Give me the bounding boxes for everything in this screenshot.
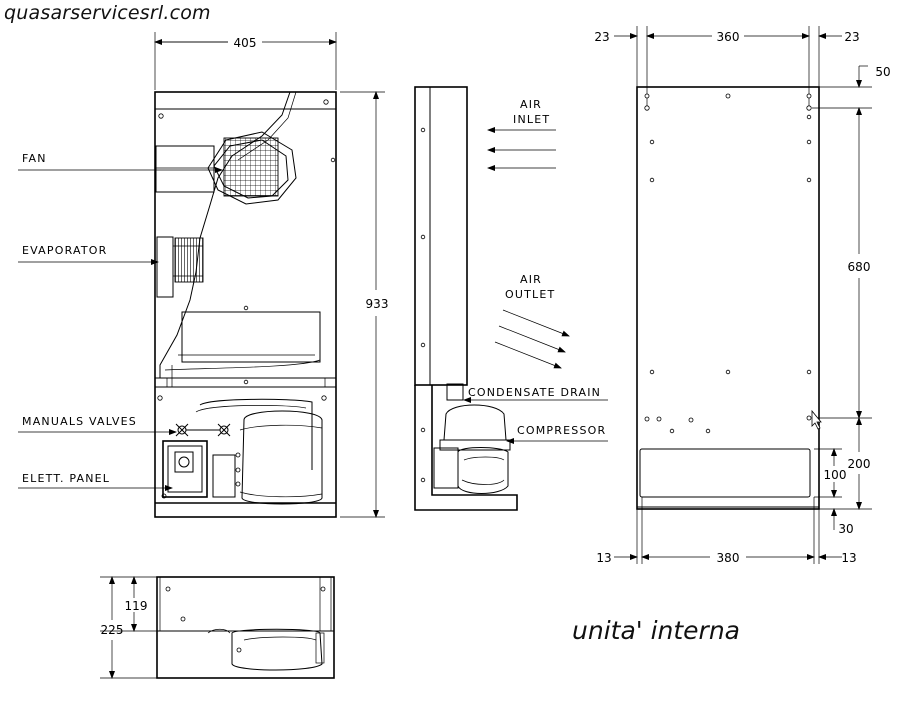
label-elett-panel: ELETT. PANEL [22, 472, 110, 485]
rear-bottom-dimensions: 13 380 13 [596, 551, 856, 565]
label-air-inlet-1: AIR [520, 98, 542, 111]
front-width-dimension: 405 [154, 32, 337, 90]
rear-top-dimensions: 23 360 23 [594, 30, 859, 44]
website-watermark: quasarservicesrl.com [4, 2, 211, 24]
label-evaporator: EVAPORATOR [22, 244, 107, 257]
dim-933: 933 [366, 297, 389, 311]
dim-100: 100 [824, 468, 847, 482]
rear-right-dimensions: 50 680 200 100 30 [812, 65, 891, 536]
label-air-outlet-1: AIR [520, 273, 542, 286]
dim-23-right: 23 [844, 30, 859, 44]
cutaway-edge [159, 91, 291, 378]
evaporator-coil [156, 236, 204, 298]
mouse-cursor-icon [811, 409, 822, 430]
fan-assembly [155, 131, 297, 205]
dim-119: 119 [125, 599, 148, 613]
dim-30: 30 [838, 522, 853, 536]
rear-panel-outline [636, 86, 820, 510]
dim-360: 360 [717, 30, 740, 44]
dim-13-right: 13 [841, 551, 856, 565]
base-outline [156, 576, 335, 679]
dim-23-left: 23 [594, 30, 609, 44]
front-leaders: FAN EVAPORATOR MANUALS VALVES ELETT. PAN… [18, 152, 223, 491]
dim-13-left: 13 [596, 551, 611, 565]
air-inlet-arrows: AIR INLET [487, 98, 556, 171]
base-plan-view: 119 225 [100, 576, 335, 679]
dim-680: 680 [848, 260, 871, 274]
manual-valves [175, 423, 231, 437]
dim-225: 225 [101, 623, 124, 637]
label-compressor: COMPRESSOR [517, 424, 606, 437]
label-manual-valves: MANUALS VALVES [22, 415, 137, 428]
drawing-caption: unita' interna [572, 616, 740, 645]
label-air-outlet-2: OUTLET [505, 288, 555, 301]
label-fan: FAN [22, 152, 47, 165]
dim-200: 200 [848, 457, 871, 471]
compressor-compartment [195, 398, 323, 505]
electrical-panel [162, 440, 208, 498]
label-air-inlet-2: INLET [513, 113, 550, 126]
dim-50: 50 [875, 65, 890, 79]
rear-mounting-holes [644, 93, 812, 434]
dim-380: 380 [717, 551, 740, 565]
air-outlet-arrows: AIR OUTLET [494, 273, 570, 369]
side-view: AIR INLET AIR OUTLET CONDENSATE DRAIN CO… [414, 86, 608, 511]
rear-view: 23 360 23 13 380 13 50 680 [594, 26, 891, 565]
front-view: 405 [18, 32, 389, 518]
rear-slot [639, 448, 811, 498]
label-condensate-drain: CONDENSATE DRAIN [468, 386, 601, 399]
front-cabinet-outline [154, 91, 337, 518]
side-upper-body [414, 86, 468, 386]
side-compressor [433, 404, 511, 494]
front-height-dimension: 933 [340, 91, 389, 518]
dim-405: 405 [234, 36, 257, 50]
